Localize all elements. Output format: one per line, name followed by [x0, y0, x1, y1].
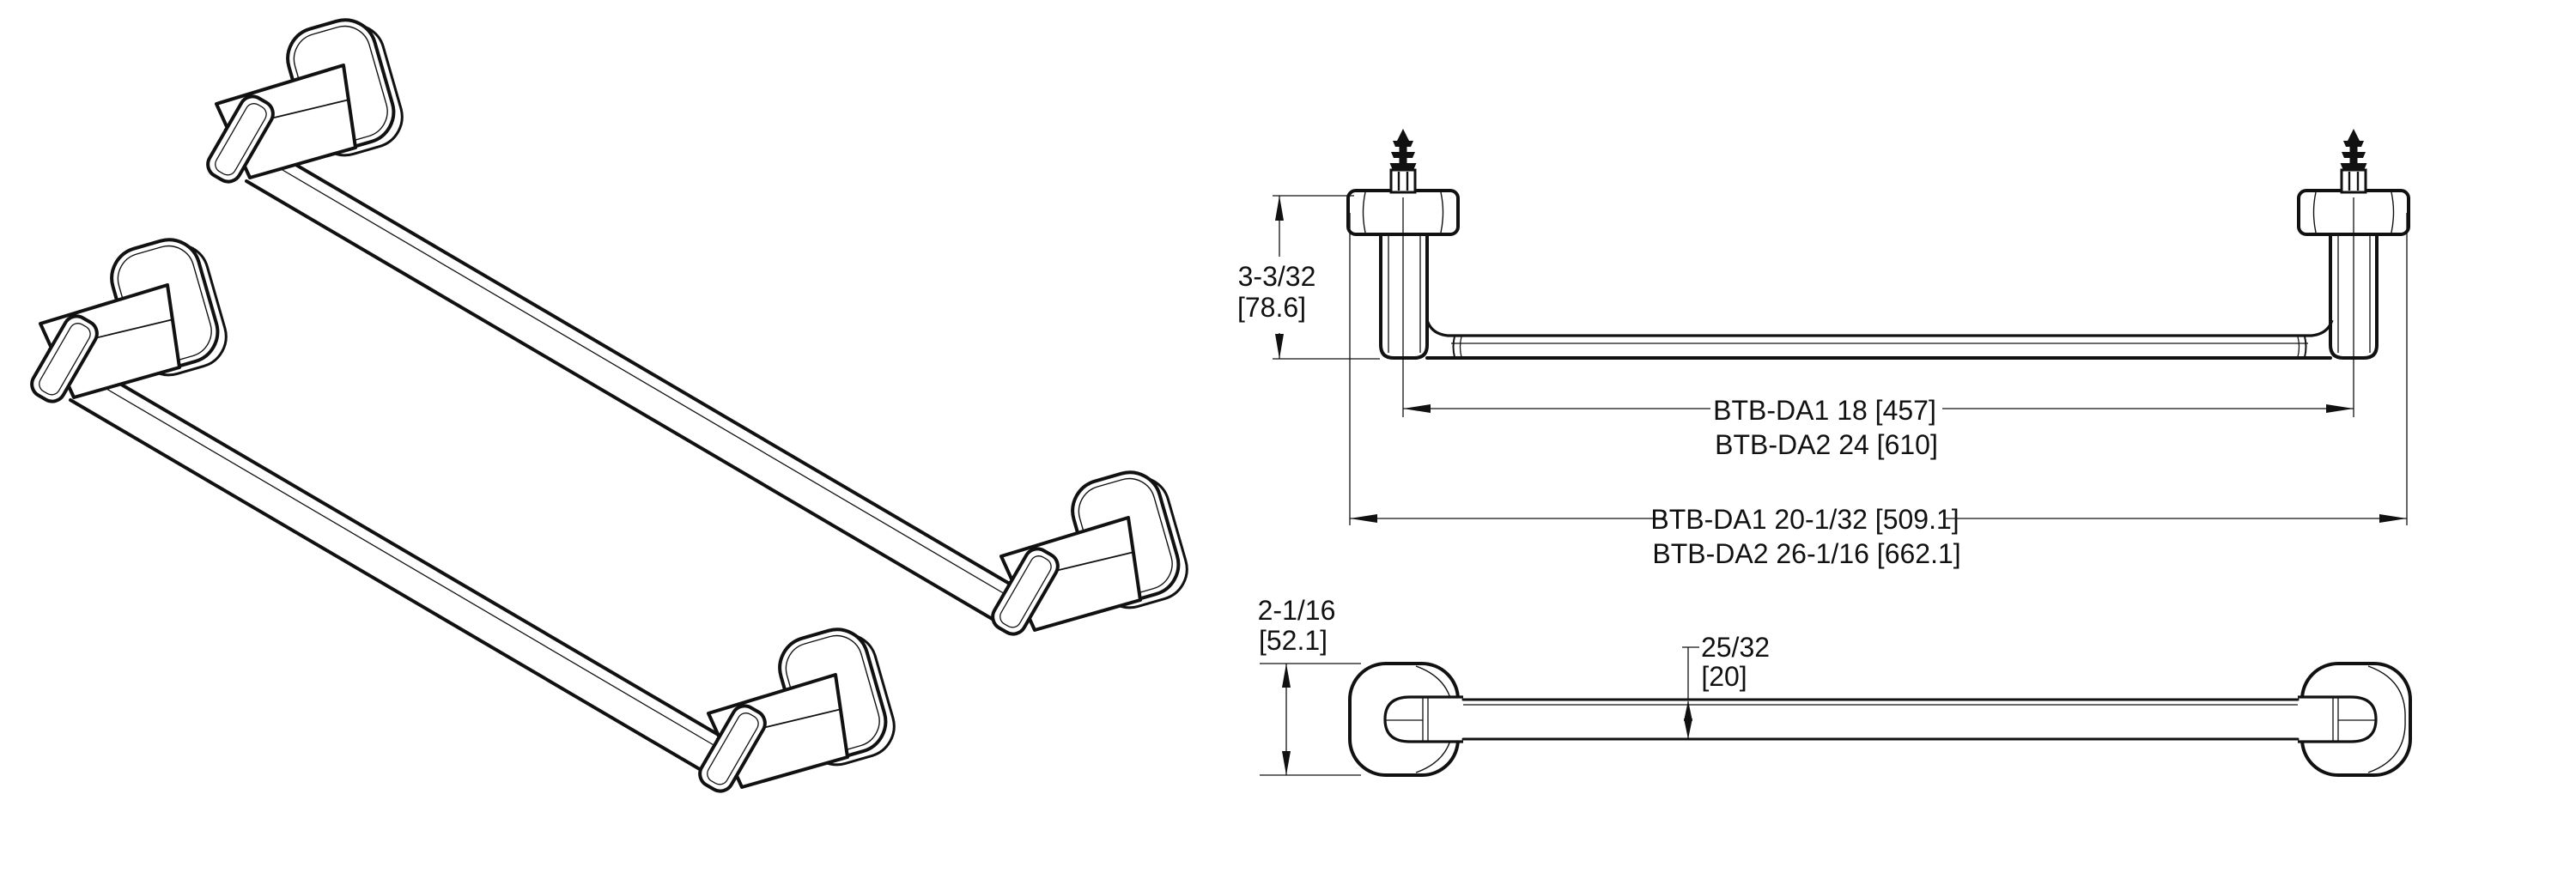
front-elevation-view: 3-3/32 [78.6] BTB-DA1 18 [457] BTB-DA2 2… — [1237, 127, 2410, 569]
dim-projection-mm-label: [52.1] — [1259, 625, 1327, 656]
dim-post-height: 3-3/32 [78.6] — [1237, 196, 1315, 359]
bar2-top-edge — [77, 358, 733, 744]
post-top-view-left — [1383, 695, 1463, 743]
dim-center-to-center: BTB-DA1 18 [457] BTB-DA2 24 [610] — [1403, 395, 2354, 460]
towel-bar-iso-2 — [25, 230, 903, 798]
bar2-right-end-assembly — [693, 620, 903, 798]
dim-projection-inches-label: 2-1/16 — [1258, 595, 1336, 626]
top-plan-view: 2-1/16 [52.1] 25/32 [20] — [1258, 595, 2412, 777]
bar1-right-end-assembly — [986, 463, 1196, 641]
mounting-screw-right — [2339, 127, 2368, 194]
rail-top-edge — [1425, 319, 2334, 337]
dim-post-height-mm-label: [78.6] — [1237, 292, 1306, 323]
dim-post-height-inches-label: 3-3/32 — [1238, 261, 1316, 292]
rail-collar-right — [2297, 336, 2300, 358]
dim-projection: 2-1/16 [52.1] — [1258, 595, 1361, 776]
post-left — [1379, 233, 1429, 360]
isometric-view — [25, 10, 1196, 798]
dim-overall-length: BTB-DA1 20-1/32 [509.1] BTB-DA2 26-1/16 … — [1350, 504, 2407, 569]
bar1-face-edge — [252, 152, 1022, 604]
bar1-top-edge — [253, 139, 1024, 593]
bar2-bottom-edge — [69, 398, 725, 785]
dim-overall-da2-label: BTB-DA2 26-1/16 [662.1] — [1652, 538, 1960, 569]
bar2-left-end-assembly — [25, 230, 235, 409]
dim-c2c-da1-label: BTB-DA1 18 [457] — [1713, 395, 1936, 426]
dim-bar-width: 25/32 [20] — [1682, 632, 1770, 739]
dim-overall-da1-label: BTB-DA1 20-1/32 [509.1] — [1650, 504, 1959, 535]
rail-collar-left — [1459, 336, 1462, 358]
dim-bar-width-inches-label: 25/32 — [1701, 632, 1770, 663]
rail-collar-left — [1452, 336, 1455, 358]
dim-bar-width-mm-label: [20] — [1701, 661, 1747, 692]
towel-bar-iso-1 — [201, 10, 1196, 641]
bar1-left-end-assembly — [201, 10, 411, 189]
mounting-screw-left — [1388, 127, 1418, 194]
post-top-view-right — [2298, 695, 2378, 743]
bar2-face-edge — [76, 371, 731, 755]
rail-collar-right — [2304, 336, 2307, 358]
bar1-bottom-edge — [245, 179, 1016, 633]
dim-c2c-da2-label: BTB-DA2 24 [610] — [1715, 429, 1938, 460]
